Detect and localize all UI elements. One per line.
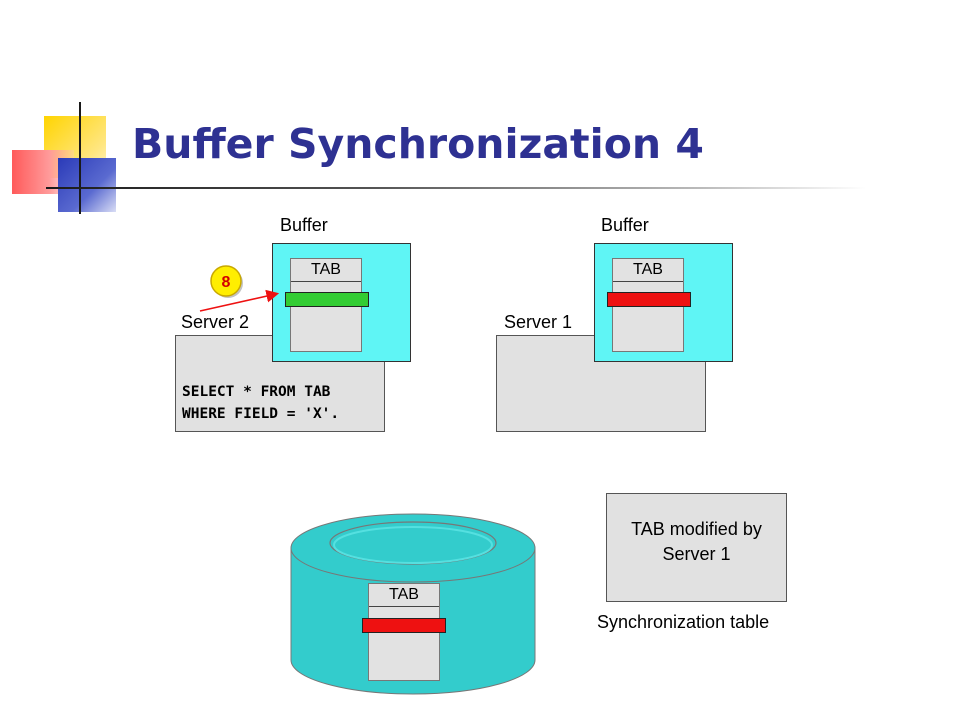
- step-badge: 8: [210, 265, 243, 298]
- server1-label: Server 1: [504, 312, 573, 332]
- title-decoration-vertical-line: [79, 102, 81, 214]
- server2-buffer-table-header: TAB: [291, 259, 361, 282]
- database-row-modified: [362, 618, 446, 633]
- database-table-header: TAB: [369, 584, 439, 607]
- sync-table-box: TAB modified by Server 1: [606, 493, 787, 602]
- sync-table-line1: TAB modified by: [631, 519, 762, 539]
- server2-label: Server 2: [181, 312, 250, 332]
- step-number: 8: [222, 274, 231, 291]
- sync-table-line2: Server 1: [662, 544, 731, 564]
- server2-buffer-row-valid: [285, 292, 369, 307]
- step-arrow-line: [199, 289, 280, 312]
- sync-table-caption: Synchronization table: [597, 612, 770, 632]
- server1-buffer-row-invalid: [607, 292, 691, 307]
- slide-title: Buffer Synchronization 4: [132, 120, 704, 168]
- server1-buffer-table-header: TAB: [613, 259, 683, 282]
- server2-sql-line1: SELECT * FROM TAB: [182, 384, 331, 400]
- server2-sql-line2: WHERE FIELD = 'X'.: [182, 406, 340, 422]
- server1-buffer-label: Buffer: [601, 215, 649, 235]
- step-arrow: [199, 289, 280, 312]
- server2-buffer-label: Buffer: [280, 215, 328, 235]
- title-decoration-blue-square: [58, 158, 116, 212]
- title-underline: [46, 187, 866, 189]
